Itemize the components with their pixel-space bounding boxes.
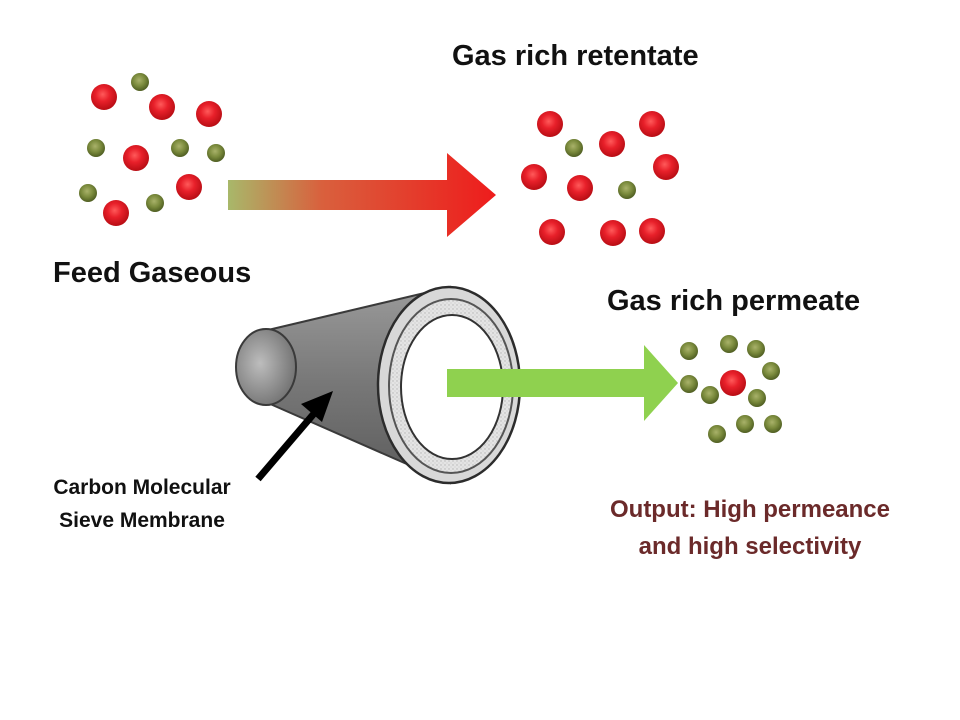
membrane-back-end bbox=[235, 328, 297, 406]
red-molecule bbox=[196, 101, 222, 127]
red-molecule bbox=[521, 164, 547, 190]
red-molecule bbox=[639, 218, 665, 244]
membrane-label-line-1: Carbon Molecular bbox=[53, 476, 231, 499]
permeate-label: Gas rich permeate bbox=[607, 285, 861, 317]
feed-label: Feed Gaseous bbox=[53, 257, 252, 289]
green-molecule bbox=[87, 139, 105, 157]
red-molecule bbox=[149, 94, 175, 120]
output-caption: Output: High permeance and high selectiv… bbox=[570, 491, 930, 565]
red-molecule bbox=[103, 200, 129, 226]
green-molecule bbox=[701, 386, 719, 404]
membrane-label: Carbon Molecular Sieve Membrane bbox=[22, 471, 262, 537]
red-molecule bbox=[600, 220, 626, 246]
green-molecule bbox=[131, 73, 149, 91]
green-molecule bbox=[565, 139, 583, 157]
green-molecule bbox=[146, 194, 164, 212]
green-molecule bbox=[748, 389, 766, 407]
green-molecule bbox=[171, 139, 189, 157]
retentate-label: Gas rich retentate bbox=[452, 40, 699, 72]
permeate-molecule-cluster bbox=[680, 335, 782, 443]
green-molecule bbox=[618, 181, 636, 199]
green-molecule bbox=[762, 362, 780, 380]
red-molecule bbox=[653, 154, 679, 180]
green-molecule bbox=[680, 375, 698, 393]
red-molecule bbox=[537, 111, 563, 137]
red-molecule bbox=[123, 145, 149, 171]
green-molecule bbox=[720, 335, 738, 353]
feed-molecule-cluster bbox=[79, 73, 225, 226]
red-molecule bbox=[91, 84, 117, 110]
output-caption-line-2: and high selectivity bbox=[638, 533, 862, 560]
green-molecule bbox=[680, 342, 698, 360]
output-caption-line-1: Output: High permeance bbox=[609, 496, 891, 523]
red-molecule bbox=[639, 111, 665, 137]
green-molecule bbox=[736, 415, 754, 433]
permeate-arrow bbox=[447, 345, 678, 421]
red-molecule bbox=[567, 175, 593, 201]
red-molecule bbox=[599, 131, 625, 157]
retentate-arrow bbox=[228, 153, 496, 237]
green-molecule bbox=[747, 340, 765, 358]
red-molecule bbox=[539, 219, 565, 245]
green-molecule bbox=[764, 415, 782, 433]
membrane-label-line-2: Sieve Membrane bbox=[59, 509, 225, 532]
retentate-molecule-cluster bbox=[521, 111, 679, 246]
green-molecule bbox=[708, 425, 726, 443]
green-molecule bbox=[79, 184, 97, 202]
red-molecule bbox=[720, 370, 746, 396]
red-molecule bbox=[176, 174, 202, 200]
green-molecule bbox=[207, 144, 225, 162]
membrane-pointer-arrow bbox=[255, 391, 333, 482]
